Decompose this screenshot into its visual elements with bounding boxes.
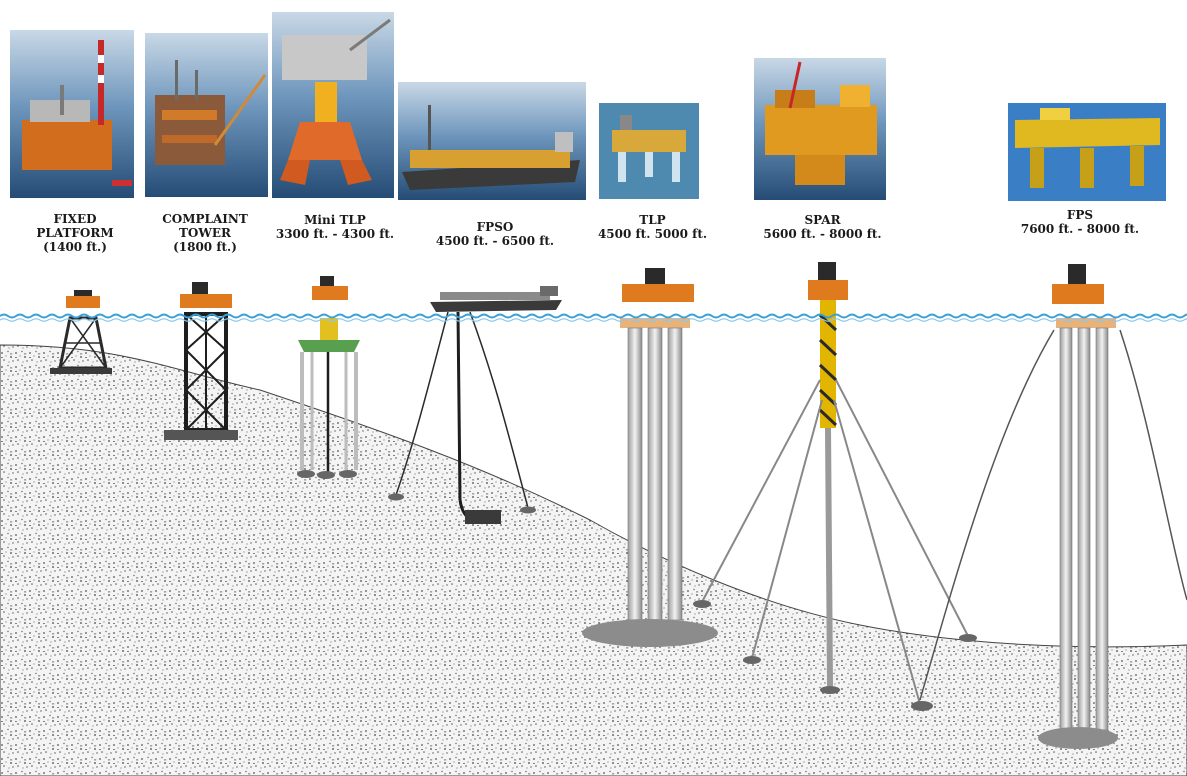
label-spar: SPAR 5600 ft. - 8000 ft.: [750, 213, 895, 241]
tlp-structure: [582, 268, 718, 647]
label-mini-tlp-name: Mini TLP: [304, 213, 366, 227]
photo-complaint-tower: [145, 33, 268, 197]
mini-tlp-structure: [297, 276, 360, 479]
label-fixed-platform-name2: PLATFORM: [36, 226, 114, 240]
label-complaint-tower-name1: COMPLAINT: [162, 212, 248, 226]
label-fpso-name: FPSO: [476, 220, 514, 234]
spar-structure: [693, 262, 977, 711]
label-fps-name: FPS: [1066, 208, 1094, 222]
label-tlp-name: TLP: [639, 213, 666, 227]
label-tlp-depth: 4500 ft. 5000 ft.: [597, 227, 708, 241]
fixed-platform-structure: [50, 290, 112, 374]
photo-fps: [1008, 103, 1166, 201]
photo-mini-tlp: [272, 12, 394, 198]
label-tlp: TLP 4500 ft. 5000 ft.: [585, 213, 720, 241]
fpso-structure: [388, 286, 562, 524]
label-spar-name: SPAR: [804, 213, 841, 227]
label-spar-depth: 5600 ft. - 8000 ft.: [763, 227, 882, 241]
label-fixed-platform-depth: (1400 ft.): [43, 240, 107, 254]
photo-fixed-platform: [10, 30, 134, 198]
label-complaint-tower: COMPLAINT TOWER (1800 ft.): [150, 212, 260, 254]
photo-tlp: [599, 103, 699, 199]
label-fps: FPS 7600 ft. - 8000 ft.: [1005, 208, 1155, 236]
label-fps-depth: 7600 ft. - 8000 ft.: [1020, 222, 1140, 236]
sea-surface-secondary: [0, 318, 1187, 322]
label-mini-tlp: Mini TLP 3300 ft. - 4300 ft.: [270, 213, 400, 241]
photo-fpso: [398, 82, 586, 200]
sea-surface: [0, 313, 1187, 319]
label-mini-tlp-depth: 3300 ft. - 4300 ft.: [275, 227, 395, 241]
photo-spar: [754, 58, 886, 200]
fps-structure: [919, 264, 1187, 749]
seabed: [0, 344, 1187, 776]
label-complaint-tower-depth: (1800 ft.): [173, 240, 237, 254]
complaint-tower-structure: [164, 282, 238, 440]
label-fpso-depth: 4500 ft. - 6500 ft.: [435, 234, 555, 248]
label-fpso: FPSO 4500 ft. - 6500 ft.: [425, 220, 565, 248]
label-fixed-platform: FIXED PLATFORM (1400 ft.): [30, 212, 120, 254]
label-complaint-tower-name2: TOWER: [179, 226, 231, 240]
label-fixed-platform-name1: FIXED: [53, 212, 97, 226]
